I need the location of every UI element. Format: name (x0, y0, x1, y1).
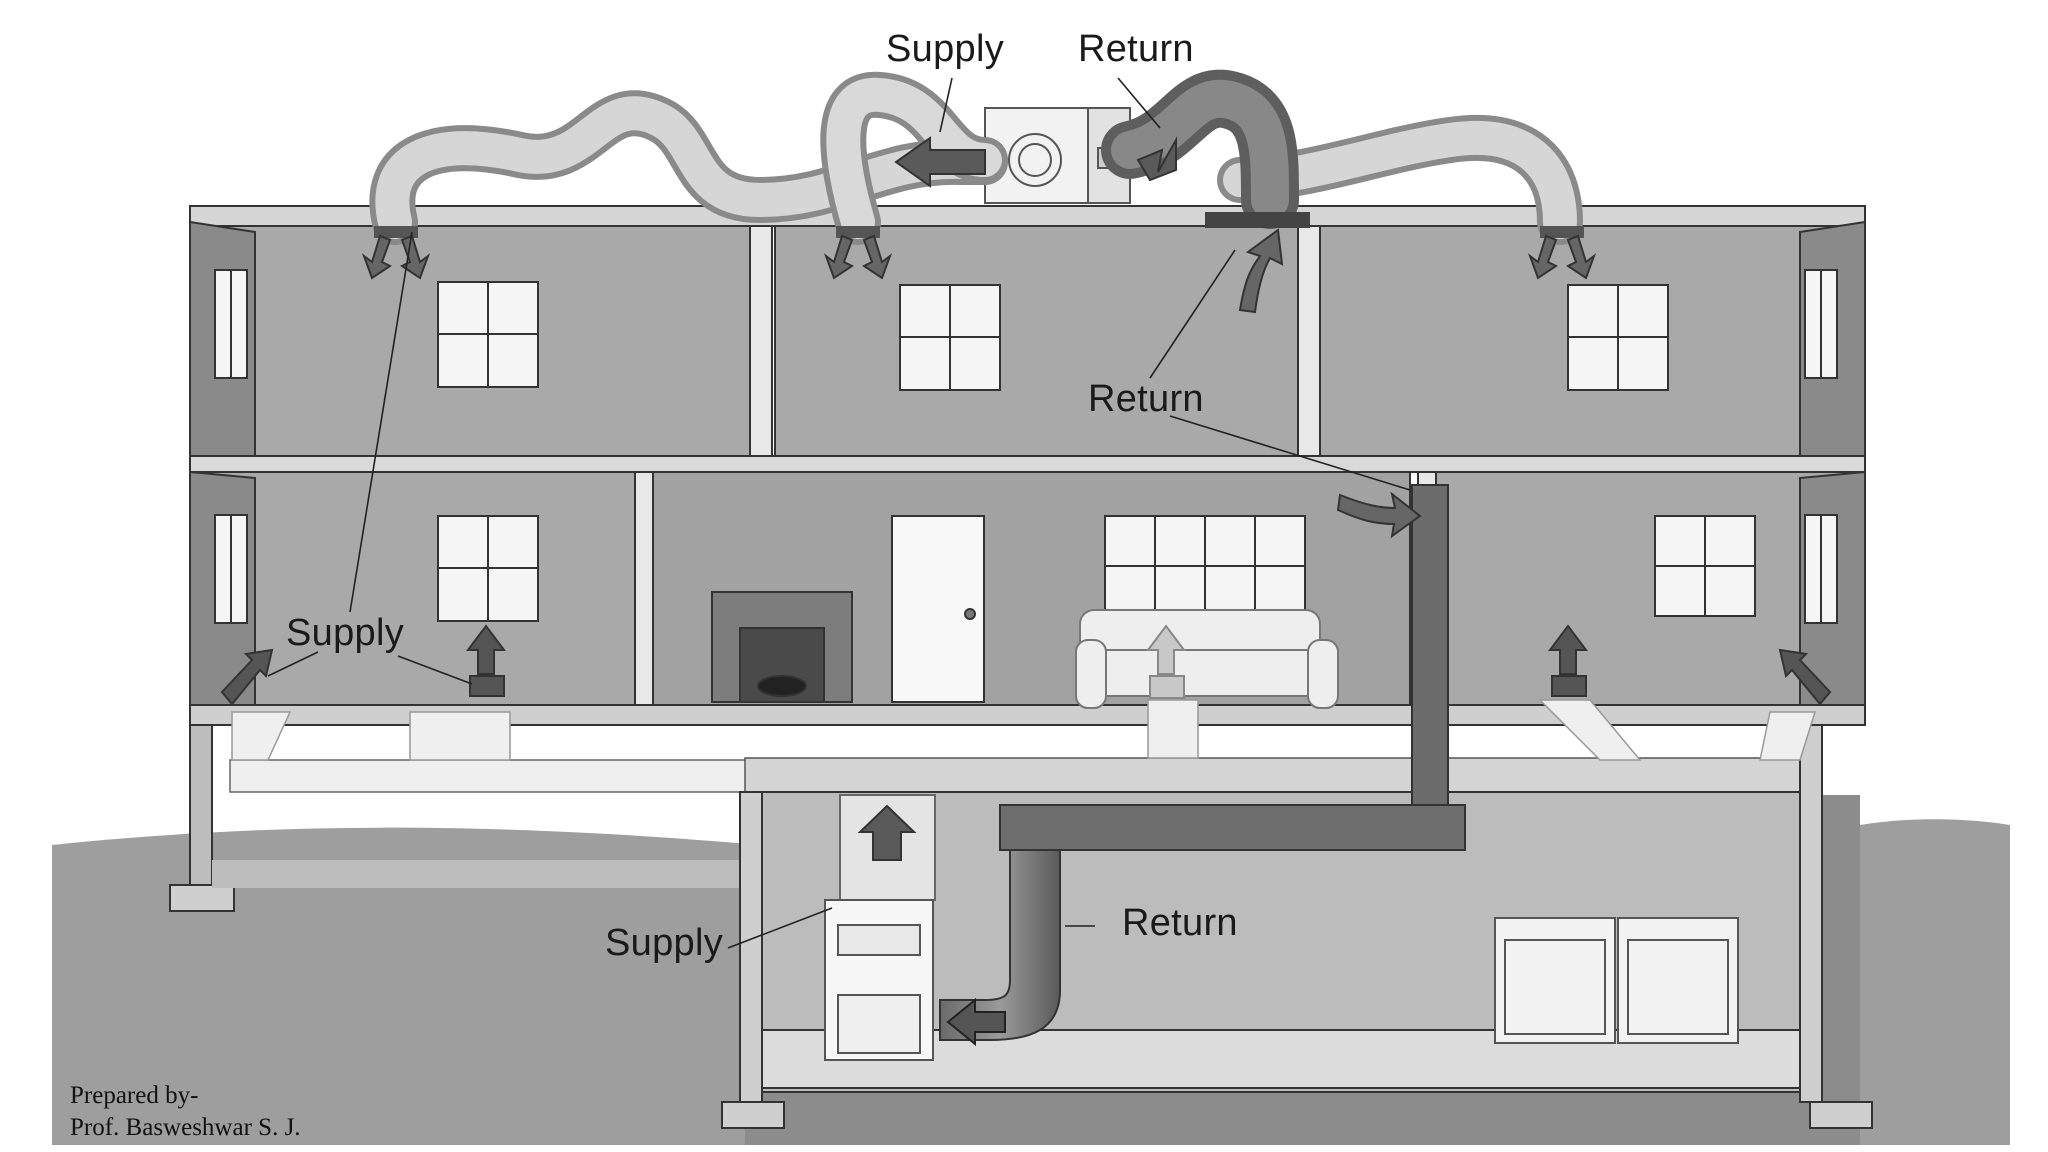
window-2f-center (899, 284, 1001, 391)
arrow-supply-1f-left (220, 648, 274, 706)
supply-duct-1f (231, 699, 1817, 761)
basement-wall-right (1799, 724, 1823, 1103)
ground-right (1860, 819, 2010, 1145)
window-1f-side-left (214, 514, 248, 624)
label-basement-return: Return (1122, 902, 1238, 944)
crawl-wall-left (189, 724, 213, 886)
register-2f-left (374, 226, 418, 238)
credit-line-1: Prepared by- (70, 1082, 199, 1109)
window-2f-side-left (214, 269, 248, 379)
label-top-return: Return (1078, 28, 1194, 70)
arrow-register-2f-left (361, 234, 431, 280)
window-1f-center (1104, 515, 1306, 617)
window-2f-left (437, 281, 539, 388)
crawlspace-joists (229, 759, 751, 793)
register-2f-center (836, 226, 880, 238)
floor-joists (744, 757, 1816, 793)
leader-lines (267, 77, 1411, 949)
window-2f-side-right (1804, 269, 1838, 379)
basement-footing-right (1809, 1101, 1873, 1129)
crawl-footing (169, 884, 235, 912)
return-chase (1411, 484, 1449, 816)
dryer (1617, 917, 1739, 1044)
washer (1494, 917, 1616, 1044)
crawl-floor (212, 860, 747, 888)
arrow-supply-1f-b (1548, 624, 1588, 697)
arrow-return-up (1238, 228, 1284, 314)
arrow-supply-1f-sofa (1146, 624, 1186, 699)
fireplace (711, 591, 853, 703)
window-1f-left (437, 515, 539, 622)
window-1f-right (1654, 515, 1756, 617)
floor-slab-2f (189, 455, 1866, 473)
window-1f-side-right (1804, 514, 1838, 624)
arrow-supply-1f-right (1778, 648, 1832, 706)
arrow-return-basement (946, 997, 1006, 1047)
label-basement-supply: Supply (605, 922, 723, 964)
return-grille-2f (1205, 212, 1310, 228)
arrow-supply-out (894, 136, 986, 188)
return-trunk (999, 804, 1466, 851)
return-drop (939, 849, 1061, 1041)
basement-footing-left (721, 1101, 785, 1129)
arrow-register-2f-right (1527, 234, 1597, 280)
partition-2f-b (1297, 225, 1321, 457)
room-2f-center (774, 225, 1306, 457)
furnace (824, 899, 934, 1061)
arrow-return-in (1136, 136, 1177, 182)
arrow-return-1f (1336, 491, 1422, 539)
sofa (1075, 609, 1339, 709)
arrow-register-2f-center (823, 234, 893, 280)
label-mid-return: Return (1088, 378, 1204, 420)
door (891, 515, 985, 703)
register-2f-right (1540, 226, 1584, 238)
partition-1f-a (634, 471, 654, 713)
room-1f-right (1434, 471, 1851, 713)
basement-wall-left (739, 791, 763, 1103)
partition-2f-a (749, 225, 773, 457)
label-left-supply: Supply (286, 612, 404, 654)
label-top-supply: Supply (886, 28, 1004, 70)
arrow-supply-basement (857, 804, 917, 861)
window-2f-right (1567, 284, 1669, 391)
arrow-supply-1f-a (466, 624, 506, 697)
roof-slab (189, 205, 1866, 227)
credit-line-2: Prof. Basweshwar S. J. (70, 1114, 301, 1141)
